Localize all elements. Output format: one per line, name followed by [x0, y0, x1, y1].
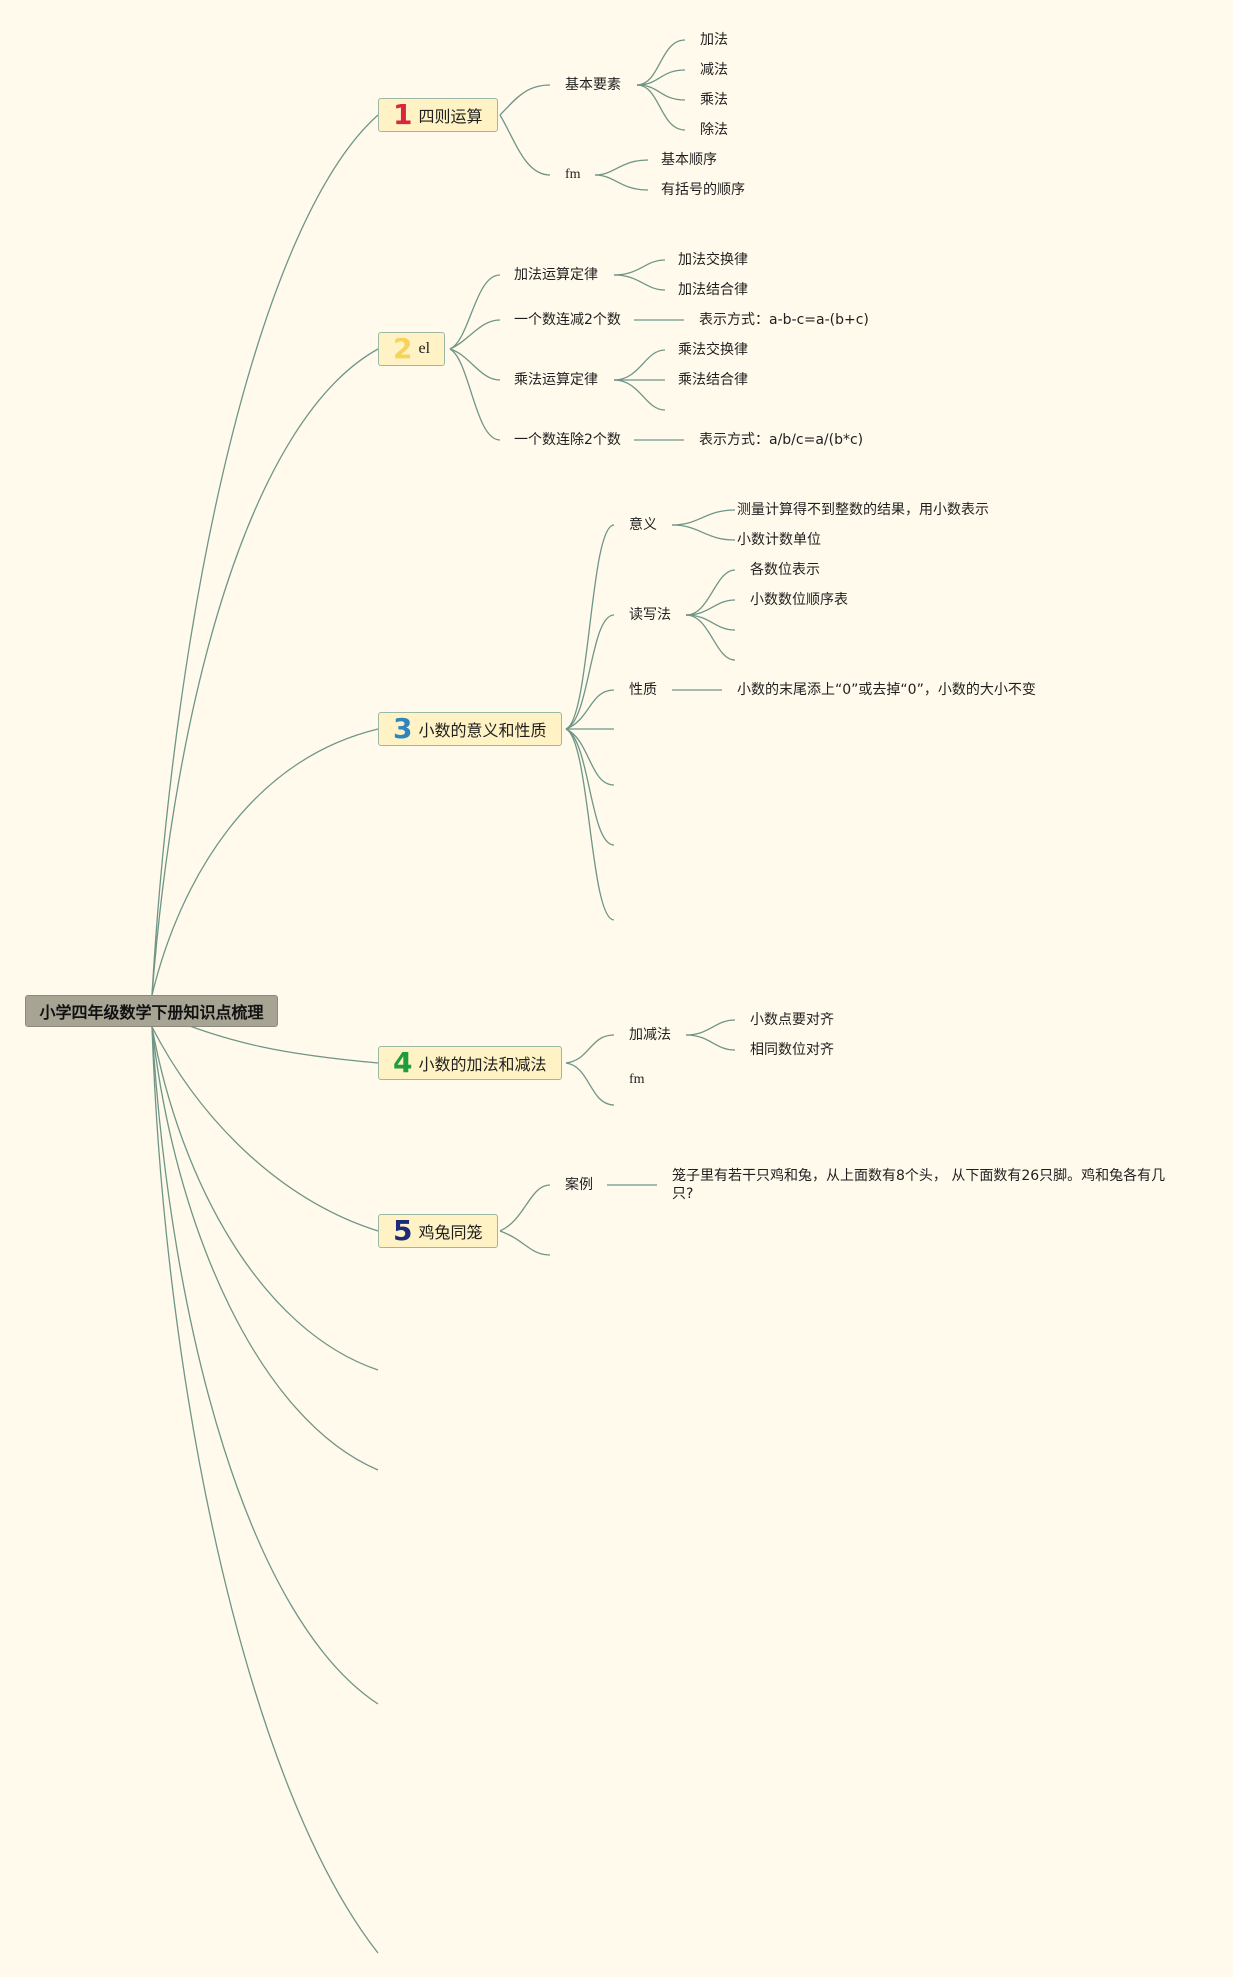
branch-3-topic[interactable]: 3 小数的意义和性质 — [378, 712, 562, 746]
branch-4-label: 小数的加法和减法 — [418, 1055, 547, 1074]
topic-subtract-two[interactable]: 一个数连减2个数 — [514, 312, 621, 328]
topic-mul-associative[interactable]: 乘法结合律 — [678, 372, 748, 388]
topic-meaning-measure[interactable]: 测量计算得不到整数的结果，用小数表示 — [737, 502, 989, 518]
topic-mul-commutative[interactable]: 乘法交换律 — [678, 342, 748, 358]
topic-meaning[interactable]: 意义 — [629, 517, 657, 533]
topic-division[interactable]: 除法 — [700, 122, 728, 138]
topic-digit-places[interactable]: 各数位表示 — [750, 562, 820, 578]
topic-addition-laws[interactable]: 加法运算定律 — [514, 267, 598, 283]
number-4-icon: 4 — [393, 1046, 413, 1079]
branch-2-label: el — [418, 340, 431, 357]
topic-add-subtract[interactable]: 加减法 — [629, 1027, 671, 1043]
topic-fm-4[interactable]: fm — [629, 1072, 645, 1087]
topic-divide-two[interactable]: 一个数连除2个数 — [514, 432, 621, 448]
topic-multiplication[interactable]: 乘法 — [700, 92, 728, 108]
number-1-icon: 1 — [393, 98, 413, 131]
topic-addition[interactable]: 加法 — [700, 32, 728, 48]
topic-fm-1[interactable]: fm — [565, 167, 581, 182]
topic-basic-order[interactable]: 基本顺序 — [661, 152, 717, 168]
topic-align-decimal-point[interactable]: 小数点要对齐 — [750, 1012, 834, 1028]
topic-decimal-unit[interactable]: 小数计数单位 — [737, 532, 821, 548]
topic-divide-formula[interactable]: 表示方式：a/b/c=a/(b*c) — [699, 432, 864, 448]
topic-read-write[interactable]: 读写法 — [629, 607, 671, 623]
branch-4-topic[interactable]: 4 小数的加法和减法 — [378, 1046, 562, 1080]
topic-case-text[interactable]: 笼子里有若干只鸡和兔，从上面数有8个头， 从下面数有26只脚。鸡和兔各有几只? — [672, 1168, 1166, 1202]
branch-2-topic[interactable]: 2 el — [378, 332, 446, 366]
topic-digit-order-table[interactable]: 小数数位顺序表 — [750, 592, 848, 608]
topic-bracket-order[interactable]: 有括号的顺序 — [661, 182, 745, 198]
branch-5-label: 鸡兔同笼 — [418, 1223, 483, 1242]
number-3-icon: 3 — [393, 712, 413, 745]
topic-add-associative[interactable]: 加法结合律 — [678, 282, 748, 298]
branch-1-topic[interactable]: 1 四则运算 — [378, 98, 498, 132]
topic-case[interactable]: 案例 — [565, 1177, 593, 1193]
topic-subtract-formula[interactable]: 表示方式：a-b-c=a-(b+c) — [699, 312, 869, 328]
number-2-icon: 2 — [393, 332, 413, 365]
branch-1-label: 四则运算 — [418, 107, 483, 126]
topic-property[interactable]: 性质 — [629, 682, 657, 698]
topic-property-zero[interactable]: 小数的末尾添上“0”或去掉“0”，小数的大小不变 — [737, 682, 1036, 698]
number-5-icon: 5 — [393, 1214, 413, 1247]
branch-5-topic[interactable]: 5 鸡兔同笼 — [378, 1214, 498, 1248]
topic-align-digits[interactable]: 相同数位对齐 — [750, 1042, 834, 1058]
root-topic[interactable]: 小学四年级数学下册知识点梳理 — [25, 995, 278, 1027]
topic-basic-elements[interactable]: 基本要素 — [565, 77, 621, 93]
branch-3-label: 小数的意义和性质 — [418, 721, 547, 740]
topic-multiplication-laws[interactable]: 乘法运算定律 — [514, 372, 598, 388]
topic-add-commutative[interactable]: 加法交换律 — [678, 252, 748, 268]
topic-subtraction[interactable]: 减法 — [700, 62, 728, 78]
